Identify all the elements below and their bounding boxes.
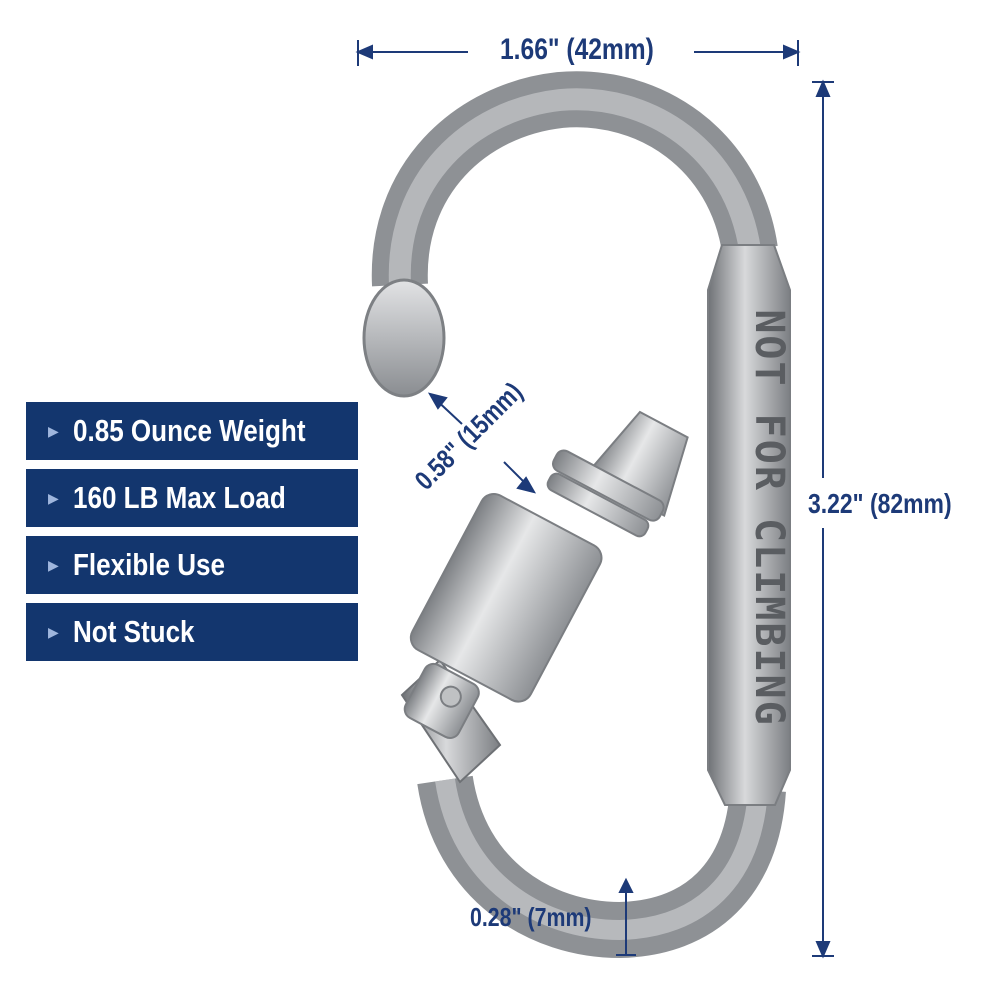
triangle-bullet-icon: ▶ bbox=[48, 556, 59, 573]
locking-sleeve bbox=[409, 493, 603, 703]
triangle-bullet-icon: ▶ bbox=[48, 422, 59, 439]
feature-weight: ▶ 0.85 Ounce Weight bbox=[26, 402, 358, 460]
feature-flexible-use: ▶ Flexible Use bbox=[26, 536, 358, 594]
engraving-text: NOT FOR CLIMBING bbox=[746, 309, 792, 727]
carabiner-top-arc bbox=[371, 71, 778, 287]
carabiner-spine bbox=[707, 244, 791, 806]
gate-ring bbox=[551, 449, 665, 522]
height-dimension-line bbox=[812, 79, 834, 959]
triangle-bullet-icon: ▶ bbox=[48, 623, 59, 640]
triangle-bullet-icon: ▶ bbox=[48, 489, 59, 506]
feature-label: 160 LB Max Load bbox=[72, 480, 286, 515]
gate-cone bbox=[584, 410, 689, 517]
carabiner-hook-tip bbox=[362, 278, 446, 398]
width-dimension-label: 1.66" (42mm) bbox=[500, 33, 654, 66]
rod-dimension-line bbox=[616, 877, 636, 956]
gate-dimension-line bbox=[427, 392, 537, 494]
feature-max-load: ▶ 160 LB Max Load bbox=[26, 469, 358, 527]
feature-label: Flexible Use bbox=[72, 547, 225, 582]
rod-dimension-label: 0.28" (7mm) bbox=[470, 902, 592, 932]
feature-label: 0.85 Ounce Weight bbox=[72, 413, 306, 448]
width-dimension-line bbox=[355, 40, 801, 66]
feature-label: Not Stuck bbox=[72, 614, 195, 649]
feature-not-stuck: ▶ Not Stuck bbox=[26, 603, 358, 661]
height-dimension-label: 3.22" (82mm) bbox=[808, 488, 952, 519]
